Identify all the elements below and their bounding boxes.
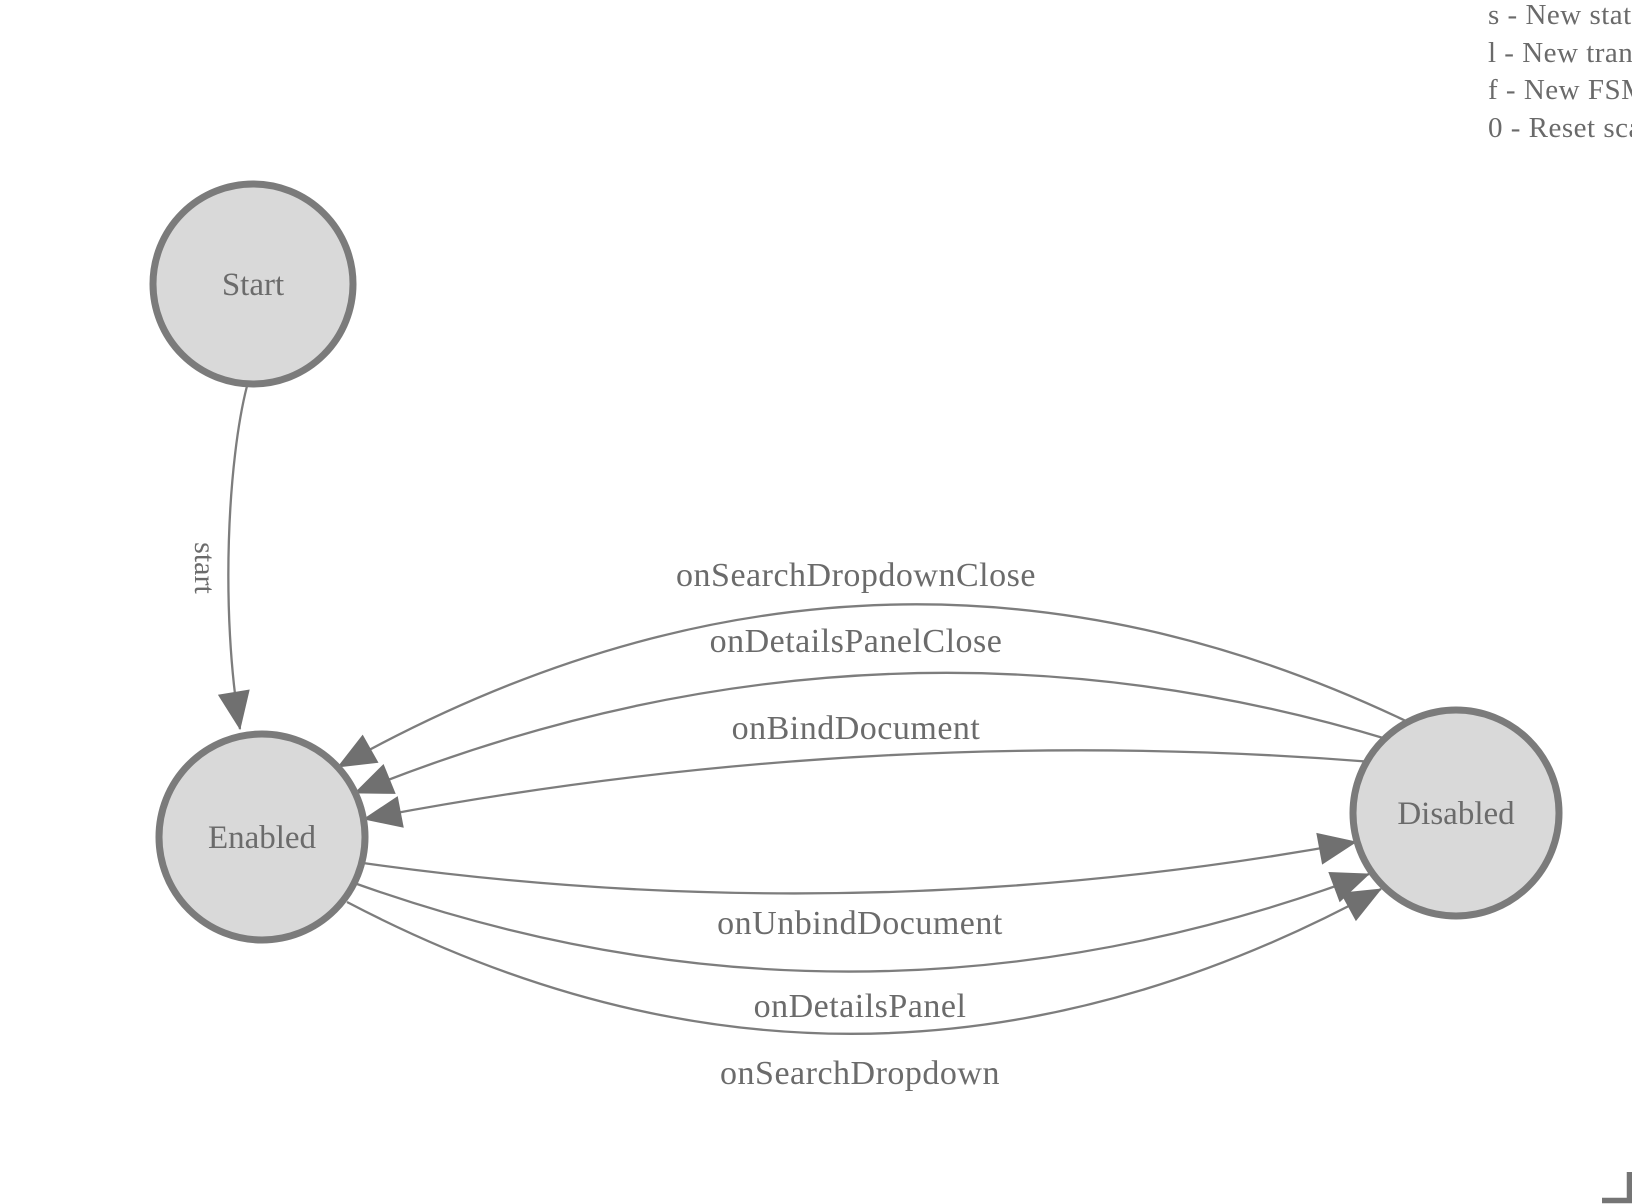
state-label-disabled: Disabled: [1397, 796, 1515, 832]
edge-onBindDocument[interactable]: [362, 749, 1374, 828]
state-label-start: Start: [222, 267, 284, 303]
edge-label-onSearchDropdownClose: onSearchDropdownClose: [676, 557, 1036, 594]
nodes-group: Start Enabled Disabled: [149, 180, 1563, 944]
edge-onDetailsPanelClose[interactable]: [353, 671, 1391, 795]
state-node-start[interactable]: Start: [149, 180, 357, 388]
state-node-enabled[interactable]: Enabled: [155, 730, 369, 944]
legend-line-new-transition: l - New transition: [1488, 36, 1632, 69]
offscreen-shape-corner: [1602, 1172, 1632, 1204]
edge-start-to-enabled[interactable]: [217, 385, 250, 731]
legend-line-new-fsm: f - New FSM: [1488, 74, 1632, 106]
state-label-enabled: Enabled: [208, 820, 317, 856]
state-circle-start[interactable]: [149, 180, 357, 388]
edge-labels-group: start onSearchDropdownClose onDetailsPan…: [188, 542, 1036, 1092]
legend-line-new-state: s - New state: [1488, 0, 1632, 31]
edge-label-onSearchDropdown: onSearchDropdown: [720, 1055, 1000, 1092]
edge-label-onDetailsPanelClose: onDetailsPanelClose: [710, 623, 1003, 660]
edge-label-onDetailsPanel: onDetailsPanel: [754, 988, 967, 1025]
state-circle-disabled[interactable]: [1349, 706, 1563, 920]
state-node-disabled[interactable]: Disabled: [1349, 706, 1563, 920]
edge-onDetailsPanel[interactable]: [356, 872, 1371, 973]
edge-onSearchDropdown[interactable]: [346, 887, 1382, 1035]
legend-line-reset-scale: 0 - Reset scale: [1488, 111, 1632, 144]
edge-onSearchDropdownClose[interactable]: [337, 603, 1409, 769]
edges-group: [217, 385, 1409, 1035]
edge-label-start: start: [188, 542, 221, 594]
shortcuts-legend: s - New state l - New transition f - New…: [1488, 0, 1632, 147]
edge-onUnbindDocument[interactable]: [362, 832, 1358, 895]
edge-label-onUnbindDocument: onUnbindDocument: [717, 905, 1003, 942]
state-circle-enabled[interactable]: [155, 730, 369, 944]
edge-label-onBindDocument: onBindDocument: [732, 710, 981, 747]
